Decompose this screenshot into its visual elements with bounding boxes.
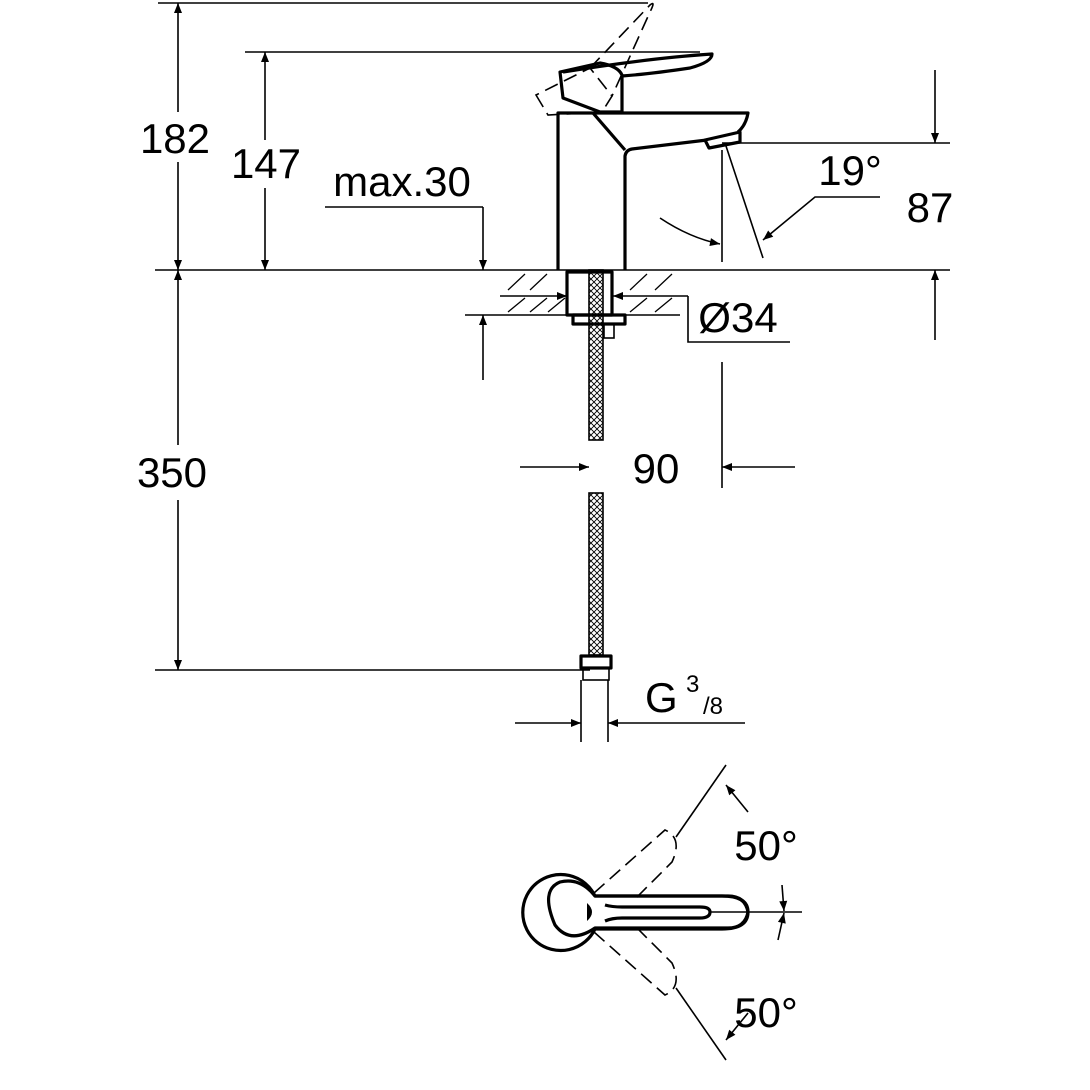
supply-hose (579, 269, 613, 681)
dimension-max30: max.30 (325, 158, 487, 380)
dimension-90-label: 90 (633, 445, 680, 492)
dimension-34-label: Ø34 (698, 294, 777, 341)
dimension-diameter-34: Ø34 (500, 292, 790, 343)
lever-angle-lower-label: 50° (734, 989, 798, 1036)
dimension-max30-label: max.30 (333, 158, 471, 205)
thread-denominator: /8 (703, 693, 723, 720)
lever-top-view: 50° 50° (521, 764, 802, 1061)
faucet-body (534, 2, 750, 270)
thread-numerator: 3 (686, 671, 699, 698)
extension-lines (155, 2, 950, 742)
dimension-182-label: 182 (140, 115, 210, 162)
dimension-19-degree: 19° (659, 147, 882, 246)
dimension-182: 182 (140, 2, 210, 270)
dimension-90: 90 (520, 445, 795, 492)
thread-g-label: G (645, 674, 678, 721)
dimension-147-label: 147 (231, 140, 301, 187)
dimension-87: 87 (907, 70, 954, 340)
dimension-87-label: 87 (907, 184, 954, 231)
dimension-350: 350 (137, 270, 207, 670)
dimension-147: 147 (231, 52, 301, 270)
lever-angle-upper-label: 50° (734, 822, 798, 869)
dimension-g38: G 3 /8 (515, 671, 745, 727)
dimension-19-label: 19° (818, 147, 882, 194)
dimension-350-label: 350 (137, 449, 207, 496)
